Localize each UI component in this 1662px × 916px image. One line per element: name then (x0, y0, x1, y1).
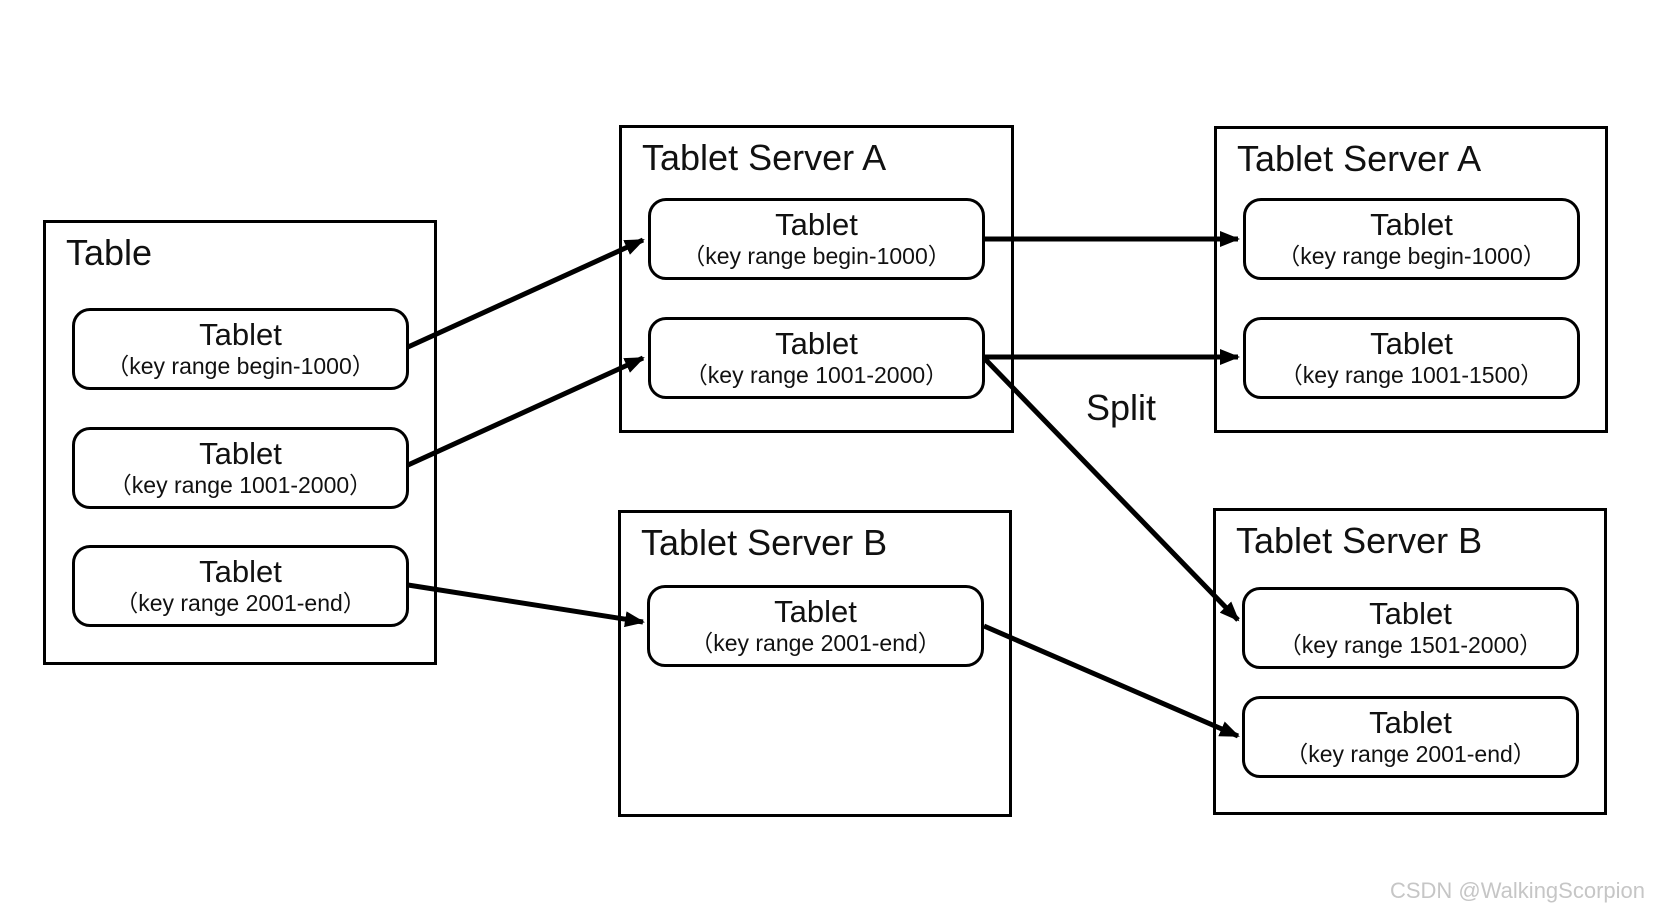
tablet-key-range: （key range 1501-2000） (1278, 631, 1543, 658)
tablet-label: Tablet (775, 325, 858, 361)
tablet-key-range: （key range 1001-2000） (108, 471, 373, 498)
tablet-label: Tablet (199, 316, 282, 352)
tablet-node: Tablet （key range begin-1000） (648, 198, 985, 280)
tablet-node: Tablet （key range 2001-end） (72, 545, 409, 627)
tablet-node: Tablet （key range 1001-1500） (1243, 317, 1580, 399)
tablet-server-b-after-box: Tablet Server B Tablet （key range 1501-2… (1213, 508, 1607, 815)
tablet-key-range: （key range begin-1000） (1277, 242, 1546, 269)
arrow-serverB-t1-to-serverB-after (983, 623, 1240, 739)
split-label: Split (1086, 387, 1157, 428)
tablet-server-a-before-box: Tablet Server A Tablet （key range begin-… (619, 125, 1014, 433)
tablet-server-a-before-title: Tablet Server A (642, 137, 887, 178)
tablet-key-range: （key range 1001-2000） (684, 361, 949, 388)
tablet-label: Tablet (199, 435, 282, 471)
table-box: Table Tablet （key range begin-1000） Tabl… (43, 220, 437, 665)
tablet-key-range: （key range 1001-1500） (1279, 361, 1544, 388)
tablet-server-b-before-title: Tablet Server B (641, 522, 888, 563)
tablet-node: Tablet （key range 2001-end） (647, 585, 984, 667)
tablet-label: Tablet (1370, 206, 1453, 242)
tablet-server-a-after-box: Tablet Server A Tablet （key range begin-… (1214, 126, 1608, 433)
tablet-key-range: （key range begin-1000） (682, 242, 951, 269)
arrow-table-t1-to-serverA-before (406, 237, 645, 350)
tablet-key-range: （key range 2001-end） (690, 629, 941, 656)
tablet-node: Tablet （key range 1001-2000） (72, 427, 409, 509)
arrow-table-t2-to-serverA-before (406, 355, 645, 468)
tablet-label: Tablet (199, 553, 282, 589)
tablet-label: Tablet (775, 206, 858, 242)
tablet-server-a-after-title: Tablet Server A (1237, 138, 1482, 179)
tablet-label: Tablet (774, 593, 857, 629)
tablet-label: Tablet (1369, 595, 1452, 631)
arrow-table-t3-to-serverB-before (407, 582, 645, 628)
watermark: CSDN @WalkingScorpion (1389, 878, 1645, 903)
table-box-title: Table (66, 232, 153, 273)
tablet-label: Tablet (1369, 704, 1452, 740)
tablet-server-b-before-box: Tablet Server B Tablet （key range 2001-e… (618, 510, 1012, 817)
tablet-node: Tablet （key range begin-1000） (72, 308, 409, 390)
tablet-node: Tablet （key range 1001-2000） (648, 317, 985, 399)
tablet-server-b-after-title: Tablet Server B (1236, 520, 1483, 561)
tablet-key-range: （key range begin-1000） (106, 352, 375, 379)
tablet-node: Tablet （key range 2001-end） (1242, 696, 1579, 778)
tablet-node: Tablet （key range begin-1000） (1243, 198, 1580, 280)
tablet-node: Tablet （key range 1501-2000） (1242, 587, 1579, 669)
tablet-label: Tablet (1370, 325, 1453, 361)
tablet-key-range: （key range 2001-end） (1285, 740, 1536, 767)
tablet-key-range: （key range 2001-end） (115, 589, 366, 616)
